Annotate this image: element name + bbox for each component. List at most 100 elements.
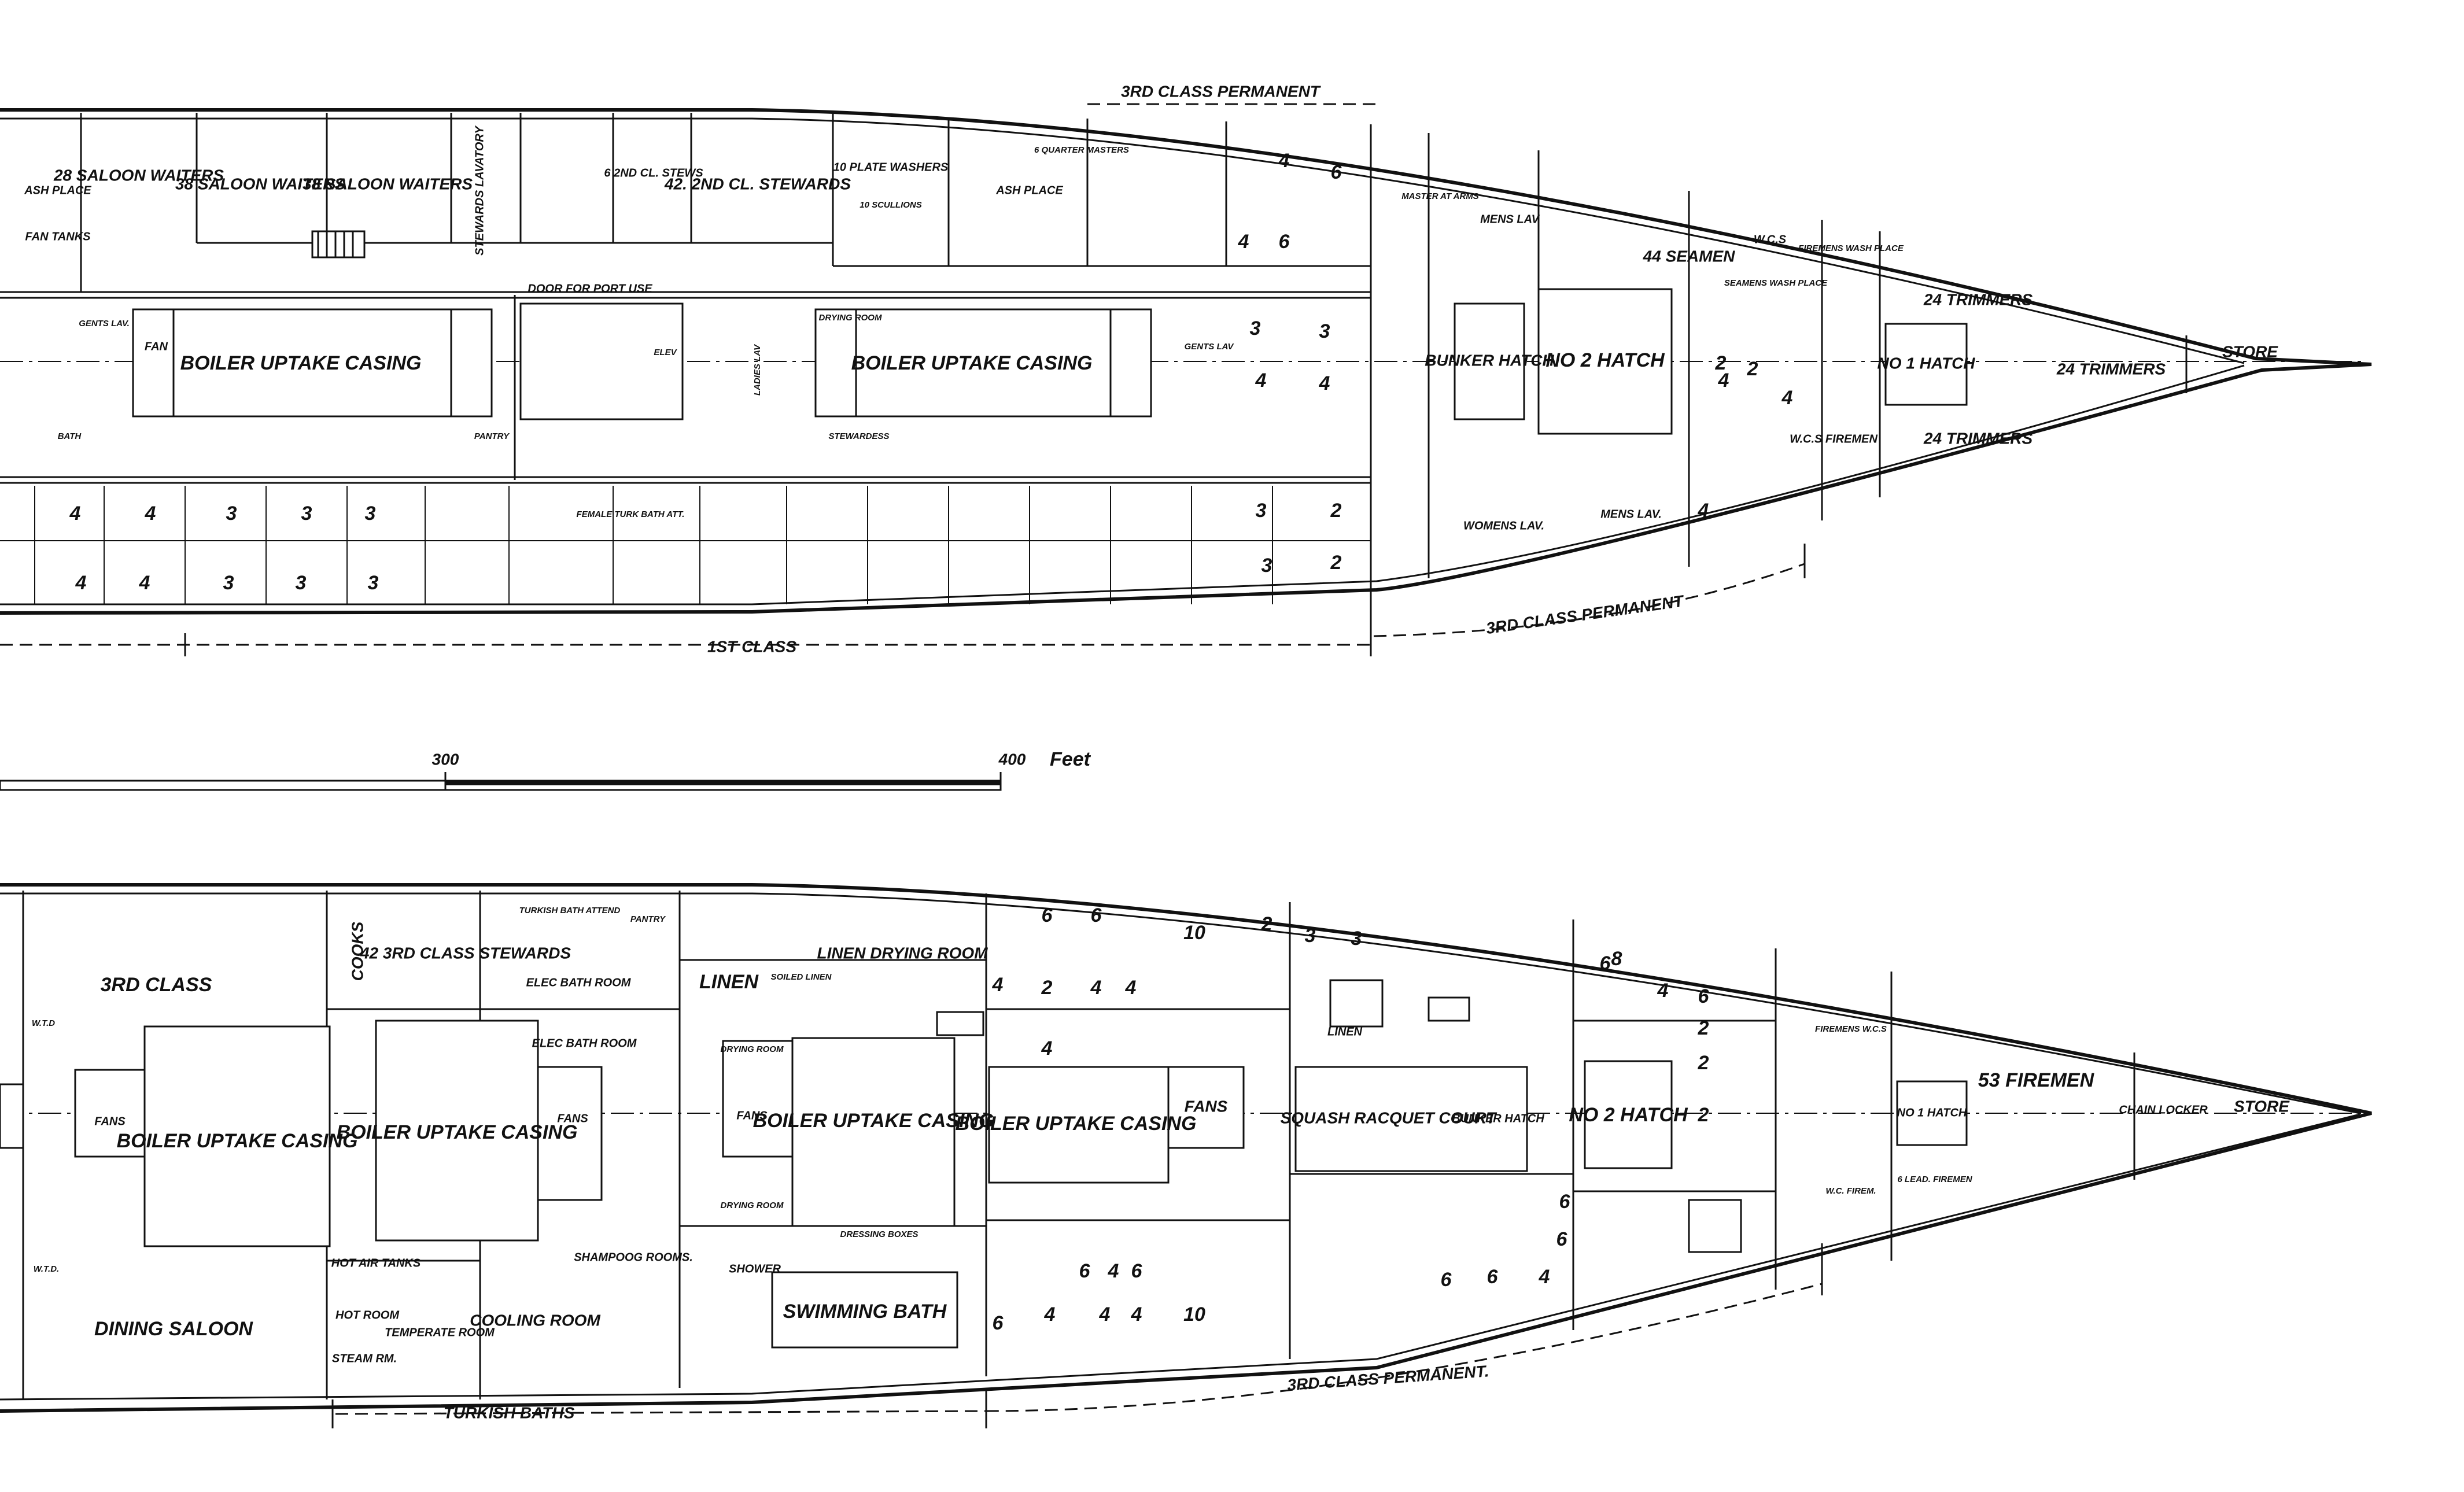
label-steam-rm: STEAM RM. (332, 1352, 397, 1365)
label-saloon-waiters-38a: 38 SALOON WAITERS (175, 175, 345, 193)
label-master-at-arms: MASTER AT ARMS (1401, 191, 1479, 201)
label-fans-lower-1: FANS (94, 1115, 126, 1128)
lower-berth-number: 4 (1131, 1303, 1142, 1325)
label-elec-bath-room-2: ELEC BATH ROOM (532, 1037, 637, 1050)
label-plate-washers: 10 PLATE WASHERS (833, 161, 949, 173)
upper-berth-number: 4 (75, 572, 87, 594)
lower-dim-3rd-class (986, 1283, 1823, 1412)
upper-boiler-casing-1 (172, 308, 452, 418)
upper-berth-number: 2 (1747, 358, 1758, 380)
upper-crew-cabins (0, 113, 1372, 590)
upper-berth-number: 4 (1718, 370, 1729, 392)
lower-berth-number: 4 (1041, 1037, 1053, 1059)
upper-lower-cabins (0, 486, 1371, 604)
upper-berth-number: 2 (1715, 352, 1727, 374)
label-linen-small: LINEN (1327, 1025, 1363, 1038)
lower-no2-hatch (1584, 1060, 1673, 1169)
upper-berth-number: 4 (1319, 372, 1330, 394)
label-saloon-waiters-28: 28 SALOON WAITERS (53, 166, 224, 184)
label-door-port-use: DOOR FOR PORT USE (528, 282, 652, 295)
label-elev-upper: ELEV (654, 348, 677, 357)
label-cooling-room: COOLING ROOM (470, 1311, 600, 1329)
scale-mark-300: 300 (432, 750, 459, 768)
label-boiler-casing-lower-3: BOILER UPTAKE CASING (753, 1110, 994, 1132)
label-no2-hatch-lower: NO 2 HATCH (1569, 1104, 1688, 1126)
label-stewardess: STEWARDESS (828, 431, 889, 441)
lower-berth-number: 10 (1183, 1303, 1205, 1325)
upper-berth-number: 3 (301, 503, 312, 525)
label-dressing-boxes: DRESSING BOXES (840, 1229, 918, 1239)
label-drying-room-upper: DRYING ROOM (819, 313, 882, 323)
label-3rd-class: 3RD CLASS (101, 974, 212, 996)
lower-berth-number: 3 (1351, 928, 1362, 950)
lower-berth-number: 6 (1487, 1266, 1499, 1288)
upper-no2-hatch (1537, 288, 1673, 435)
label-firemens-wash: FIREMENS WASH PLACE (1798, 243, 1904, 253)
upper-berth-number: 3 (368, 572, 379, 594)
label-wc-firem: W.C. FIREM. (1825, 1186, 1876, 1196)
lower-berth-number: 6 (1698, 985, 1710, 1007)
scale-bar-fill (445, 781, 1001, 785)
label-saloon-waiters-38b: 38 SALOON WAITERS (303, 175, 473, 193)
label-mens-lav-1: MENS LAV (1480, 213, 1540, 226)
lower-boiler-casing-1 (143, 1025, 331, 1247)
label-leading-firemen: 6 LEAD. FIREMEN (1897, 1175, 1972, 1184)
lower-berth-number: 4 (1657, 980, 1669, 1002)
upper-berth-number: 4 (139, 572, 150, 594)
lower-berth-number: 6 (1556, 1228, 1568, 1250)
lower-berth-number: 6 (1042, 904, 1053, 926)
label-fans-lower-3: FANS (736, 1109, 768, 1122)
label-ash-place-2: ASH PLACE (995, 184, 1063, 197)
scale-mark-400: 400 (998, 750, 1026, 768)
label-swimming-bath: SWIMMING BATH (783, 1301, 947, 1323)
label-scullions: 10 SCULLIONS (860, 200, 922, 210)
upper-berth-number: 3 (1261, 555, 1272, 577)
label-turkish-baths: TURKISH BATHS (444, 1404, 575, 1421)
lower-berth-number: 6 (1131, 1260, 1143, 1282)
lower-berth-number: 2 (1698, 1104, 1709, 1126)
lower-berth-number: 10 (1183, 922, 1205, 944)
label-female-turk-bath: FEMALE TURK BATH ATT. (577, 509, 685, 519)
upper-berth-number: 6 (1279, 231, 1290, 253)
upper-berth-number: 2 (1330, 552, 1342, 574)
label-shampooing-rooms: SHAMPOOG ROOMS. (574, 1251, 693, 1264)
lower-berth-number: 6 (1441, 1269, 1452, 1291)
upper-berth-number: 3 (223, 572, 234, 594)
label-3rd-class-permanent-top: 3RD CLASS PERMANENT (1121, 82, 1322, 100)
upper-berth-number: 3 (1319, 320, 1330, 342)
upper-berth-number: 4 (69, 503, 81, 525)
lower-berth-number: 8 (1611, 948, 1622, 970)
label-trimmers-a: 24 TRIMMERS (1923, 290, 2033, 308)
label-no1-hatch-lower: NO 1 HATCH (1897, 1106, 1967, 1119)
label-fans-lower-2: FANS (557, 1112, 588, 1125)
label-wtd-2: W.T.D. (34, 1264, 59, 1274)
upper-berth-number: 4 (1255, 370, 1267, 392)
label-3rd-class-permanent-lower: 3RD CLASS PERMANENT. (1286, 1362, 1489, 1394)
label-turkish-bath-attend: TURKISH BATH ATTEND (519, 906, 621, 915)
scale-bar: 300 400 Feet (0, 748, 1091, 791)
label-no1-hatch-upper: NO 1 HATCH (1877, 354, 1975, 372)
label-hot-air-tanks: HOT AIR TANKS (331, 1257, 421, 1269)
label-boiler-casing-upper-2: BOILER UPTAKE CASING (851, 352, 1093, 374)
label-trimmers-c: 24 TRIMMERS (1923, 429, 2033, 447)
lower-berth-number: 6 (1091, 904, 1102, 926)
lower-berth-number: 6 (1079, 1260, 1091, 1282)
upper-berth-number: 2 (1330, 500, 1342, 522)
label-squash-racquet-court: SQUASH RACQUET COURT (1281, 1109, 1498, 1127)
label-linen-drying-room: LINEN DRYING ROOM (817, 944, 988, 962)
upper-berth-number: 3 (1250, 317, 1261, 339)
label-3rd-class-permanent-bottom: 3RD CLASS PERMANENT (1485, 592, 1686, 637)
upper-no1-hatch (1884, 323, 1968, 406)
lower-berth-number: 2 (1698, 1052, 1709, 1074)
label-boiler-casing-lower-1: BOILER UPTAKE CASING (117, 1130, 358, 1152)
upper-berth-number: 3 (1256, 500, 1267, 522)
label-firemen: 53 FIREMEN (1978, 1069, 2095, 1091)
lower-berth-number: 4 (1108, 1260, 1119, 1282)
lower-berth-number: 6 (1559, 1191, 1571, 1213)
label-hot-room: HOT ROOM (335, 1309, 400, 1321)
label-boiler-casing-lower-4: BOILER UPTAKE CASING (956, 1113, 1197, 1135)
label-bunker-hatch-upper: BUNKER HATCH (1425, 351, 1554, 369)
